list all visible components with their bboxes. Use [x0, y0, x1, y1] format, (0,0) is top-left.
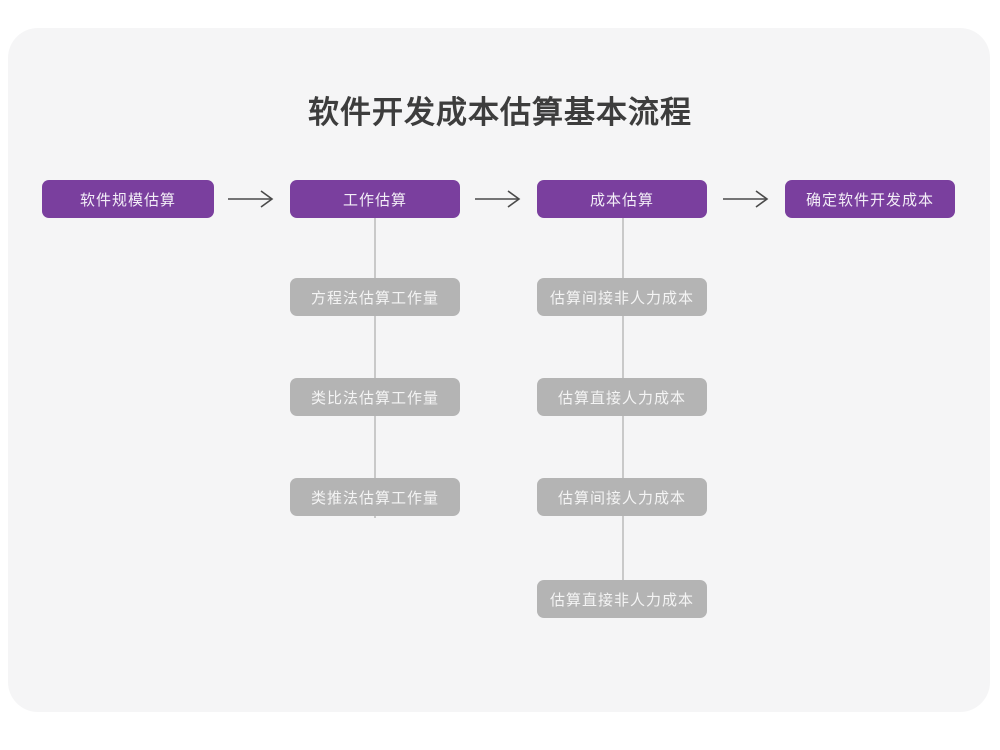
- connector-line-work: [374, 208, 376, 518]
- node-indirect-nonlabor-cost[interactable]: 估算间接非人力成本: [537, 278, 707, 316]
- node-direct-labor-cost[interactable]: 估算直接人力成本: [537, 378, 707, 416]
- node-indirect-labor-cost[interactable]: 估算间接人力成本: [537, 478, 707, 516]
- node-equation-method-workload[interactable]: 方程法估算工作量: [290, 278, 460, 316]
- arrow-3-icon: [723, 186, 773, 212]
- node-inference-method-workload[interactable]: 类推法估算工作量: [290, 478, 460, 516]
- page-title: 软件开发成本估算基本流程: [308, 95, 692, 130]
- node-direct-nonlabor-cost[interactable]: 估算直接非人力成本: [537, 580, 707, 618]
- arrow-2-icon: [475, 186, 525, 212]
- node-analogy-method-workload[interactable]: 类比法估算工作量: [290, 378, 460, 416]
- node-work-estimation[interactable]: 工作估算: [290, 180, 460, 218]
- diagram-card: [8, 28, 990, 712]
- arrow-1-icon: [228, 186, 278, 212]
- node-final-development-cost[interactable]: 确定软件开发成本: [785, 180, 955, 218]
- node-cost-estimation[interactable]: 成本估算: [537, 180, 707, 218]
- node-software-scale-estimation[interactable]: 软件规模估算: [42, 180, 214, 218]
